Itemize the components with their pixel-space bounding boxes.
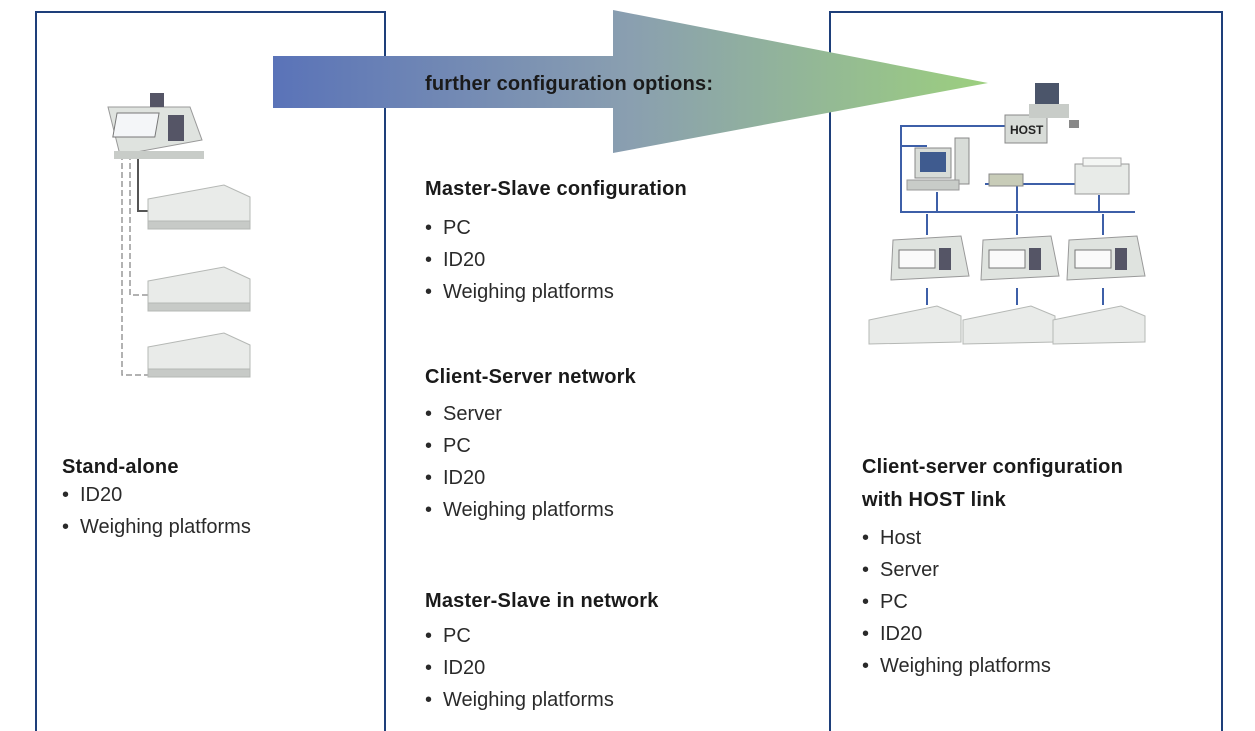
host-icon: HOST bbox=[1004, 83, 1079, 144]
switch-icon bbox=[988, 173, 1024, 187]
printer-icon bbox=[1074, 157, 1130, 195]
standalone-list: •ID20 •Weighing platforms bbox=[62, 479, 251, 543]
client-server-title-line1: Client-server configuration bbox=[862, 456, 1123, 478]
client-server-network-title: Client-Server network bbox=[425, 366, 636, 388]
list-item: •ID20 bbox=[425, 467, 486, 489]
list-item: •PC bbox=[425, 217, 471, 239]
arrow-label: further configuration options: bbox=[425, 73, 714, 95]
terminal-icon bbox=[107, 93, 204, 159]
pc-icon bbox=[906, 137, 970, 191]
list-item: •PC bbox=[425, 435, 471, 457]
list-item: •Weighing platforms bbox=[62, 516, 251, 538]
list-item: •ID20 bbox=[425, 249, 486, 271]
list-item: •Weighing platforms bbox=[425, 499, 614, 521]
list-item: •PC bbox=[425, 625, 471, 647]
list-item: •ID20 bbox=[425, 657, 486, 679]
standalone-illustration bbox=[107, 93, 251, 378]
list-item: •Host bbox=[862, 527, 922, 549]
client-server-network-list: •Server •PC •ID20 •Weighing platforms bbox=[425, 398, 614, 526]
client-server-list: •Host •Server •PC •ID20 •Weighing platfo… bbox=[862, 522, 1051, 682]
list-item: •Weighing platforms bbox=[425, 689, 614, 711]
client-server-title-line2: with HOST link bbox=[862, 489, 1006, 511]
master-slave-list: •PC •ID20 •Weighing platforms bbox=[425, 212, 614, 308]
list-item: •PC bbox=[862, 591, 908, 613]
master-slave-network-title: Master-Slave in network bbox=[425, 590, 659, 612]
standalone-title: Stand-alone bbox=[62, 456, 179, 478]
master-slave-network-list: •PC •ID20 •Weighing platforms bbox=[425, 620, 614, 716]
platform-icon bbox=[868, 305, 1146, 345]
list-item: •Server bbox=[862, 559, 939, 581]
panel-further-options bbox=[384, 11, 831, 731]
list-item: •ID20 bbox=[862, 623, 923, 645]
list-item: •Weighing platforms bbox=[425, 281, 614, 303]
network-illustration: HOST bbox=[868, 83, 1146, 345]
host-label: HOST bbox=[1010, 123, 1044, 137]
list-item: •Server bbox=[425, 403, 502, 425]
arrow-graphic bbox=[273, 10, 988, 153]
list-item: •ID20 bbox=[62, 484, 123, 506]
list-item: •Weighing platforms bbox=[862, 655, 1051, 677]
master-slave-title: Master-Slave configuration bbox=[425, 178, 687, 200]
